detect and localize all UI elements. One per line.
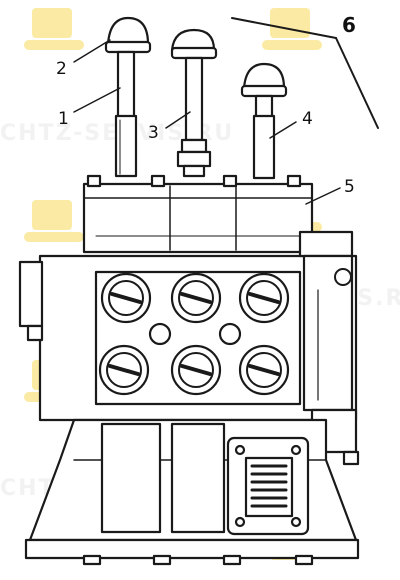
valve-body <box>18 230 360 466</box>
callout-labels: 2 1 3 4 5 6 <box>56 13 356 197</box>
callout-2: 2 <box>56 59 67 79</box>
lever-left <box>104 16 152 178</box>
callout-1: 1 <box>58 109 69 129</box>
callout-5: 5 <box>344 177 355 197</box>
leader-lines <box>73 17 379 205</box>
callout-4: 4 <box>302 109 313 129</box>
port-row-top <box>100 272 290 324</box>
top-cover <box>82 174 314 254</box>
callout-3: 3 <box>148 123 159 143</box>
callout-6: 6 <box>342 13 356 37</box>
base-foot <box>24 418 360 566</box>
lever-middle <box>170 28 218 178</box>
port-row-bottom <box>98 344 290 396</box>
grille-icon <box>250 464 288 508</box>
lever-right <box>240 62 288 180</box>
